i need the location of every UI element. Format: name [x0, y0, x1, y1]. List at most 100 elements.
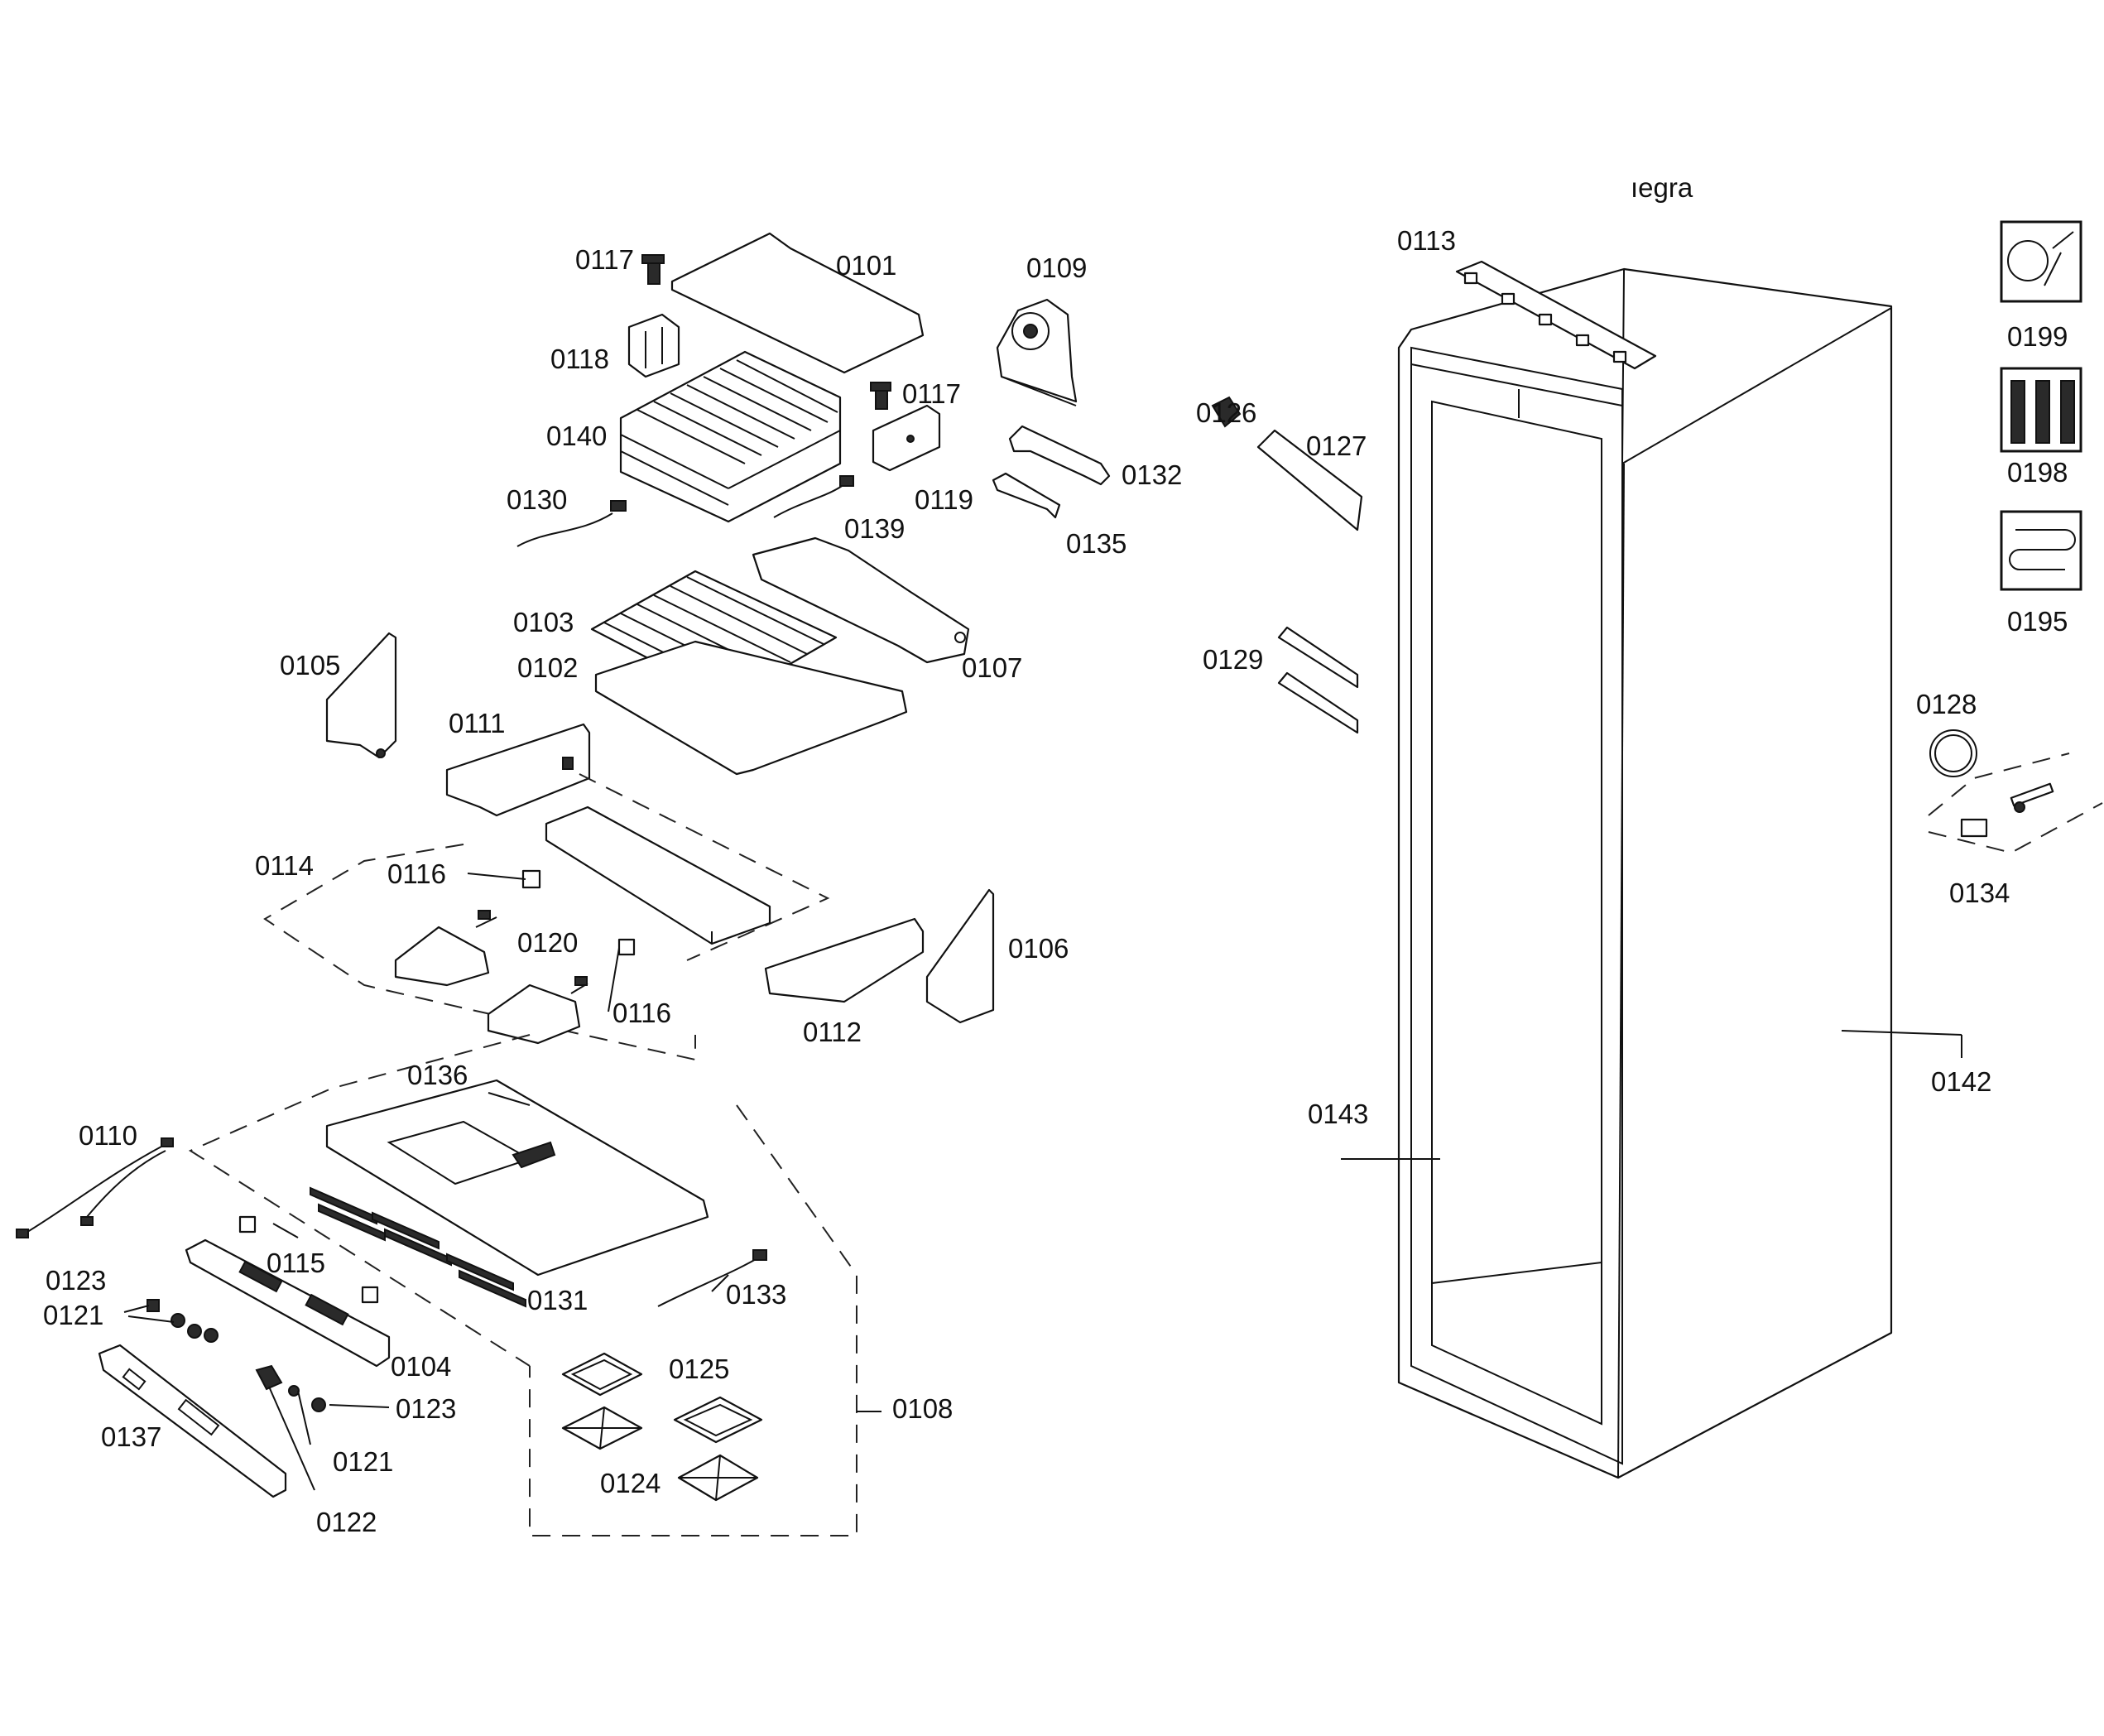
- part-0129-seal-b: [1277, 671, 1359, 734]
- part-0120-bulb-b: [570, 976, 588, 994]
- label-0113: 0113: [1397, 225, 1456, 256]
- screws-icon: [2000, 367, 2082, 453]
- part-0115-knob-b: [361, 1286, 379, 1304]
- part-0132-handle: [1008, 425, 1111, 486]
- label-0130: 0130: [507, 484, 567, 515]
- part-0135-handle: [992, 472, 1061, 519]
- label-0108: 0108: [892, 1393, 953, 1424]
- label-0120: 0120: [517, 927, 578, 958]
- label-0122: 0122: [316, 1507, 377, 1537]
- part-0102-tray: [594, 640, 908, 776]
- part-0123-bulb-b: [311, 1397, 326, 1412]
- label-0199: 0199: [2007, 321, 2068, 352]
- part-0137-fascia: [98, 1344, 287, 1498]
- label-0116-b: 0116: [612, 998, 671, 1028]
- label-0117-b: 0117: [902, 378, 961, 409]
- label-0128: 0128: [1916, 689, 1977, 719]
- label-0131: 0131: [527, 1285, 588, 1315]
- label-0125: 0125: [669, 1354, 729, 1384]
- heater-coil-icon: [2000, 510, 2082, 591]
- group-0136-outline: [188, 1034, 531, 1367]
- label-0117-a: 0117: [575, 244, 634, 275]
- label-0116-a: 0116: [387, 858, 446, 889]
- part-0122-switch: [255, 1364, 283, 1391]
- label-0115: 0115: [267, 1248, 325, 1278]
- part-0112-bracket: [764, 917, 925, 1003]
- label-0127: 0127: [1306, 430, 1367, 461]
- leader-lines: [123, 873, 1962, 1491]
- part-0123-bulb-a: [147, 1299, 160, 1312]
- part-0121-bulb-b: [288, 1385, 300, 1397]
- part-0133-sensor: [657, 1249, 767, 1307]
- label-0110: 0110: [79, 1120, 137, 1151]
- label-0135: 0135: [1066, 528, 1126, 559]
- label-0123-a: 0123: [46, 1265, 106, 1296]
- part-0101-cover: [670, 232, 925, 374]
- label-0101: 0101: [836, 250, 896, 281]
- cabinet-top-text: ıegra: [1631, 172, 1693, 203]
- label-0136: 0136: [407, 1060, 468, 1090]
- part-0139-sensor: [773, 475, 854, 518]
- label-0102: 0102: [517, 652, 578, 683]
- part-lamp-cover-b: [487, 983, 581, 1045]
- part-0105-side-bracket: [325, 632, 397, 759]
- label-0119: 0119: [915, 484, 973, 515]
- label-0142: 0142: [1931, 1066, 1991, 1097]
- part-0116-knob-b: [617, 938, 636, 956]
- label-0140: 0140: [546, 421, 607, 451]
- label-0118: 0118: [550, 344, 609, 374]
- cabinet-housing: [1397, 267, 1893, 1479]
- label-0105: 0105: [280, 650, 340, 680]
- label-0198: 0198: [2007, 457, 2068, 488]
- label-0111: 0111: [449, 708, 506, 738]
- label-0133: 0133: [726, 1279, 786, 1310]
- label-0123-b: 0123: [396, 1393, 456, 1424]
- part-0110-wire: [16, 1137, 174, 1238]
- group-0114-outline: [263, 844, 696, 1061]
- part-labels: 0101 0117 0109 0113 0199 0118 0117 0140 …: [43, 225, 2068, 1537]
- label-0106: 0106: [1008, 933, 1069, 964]
- part-0121-bulbs-a: [171, 1313, 219, 1343]
- label-0104: 0104: [391, 1351, 451, 1382]
- part-0113-top-rail: [1455, 260, 1657, 370]
- part-0109-fan: [996, 298, 1078, 406]
- label-0137: 0137: [101, 1421, 161, 1452]
- part-0124-filter-a: [561, 1406, 643, 1450]
- label-0134: 0134: [1949, 878, 2010, 908]
- label-0124: 0124: [600, 1468, 661, 1498]
- label-0107: 0107: [962, 652, 1022, 683]
- part-0119-bracket: [872, 404, 941, 472]
- part-0136-tray: [325, 1079, 709, 1277]
- part-0125-filter-a: [561, 1352, 643, 1397]
- part-0140-evaporator: [619, 350, 842, 523]
- tools-icon: [2000, 220, 2082, 303]
- label-0114: 0114: [255, 850, 314, 881]
- part-0131-gaskets: [310, 1186, 526, 1308]
- part-0124-filter-b: [677, 1454, 759, 1502]
- part-0118-clip: [627, 313, 680, 378]
- part-0127-strip: [1256, 429, 1363, 531]
- part-0106-side-bracket: [925, 888, 995, 1024]
- part-0115-knob-a: [238, 1215, 257, 1233]
- part-0128-ring: [1929, 729, 1977, 777]
- part-0125-filter-b: [673, 1396, 763, 1444]
- part-0117-screw-a: [641, 254, 665, 285]
- label-0109: 0109: [1026, 252, 1087, 283]
- part-0134-hinge: [1928, 753, 2103, 854]
- part-0107-duct: [752, 536, 970, 664]
- label-0129: 0129: [1203, 644, 1263, 675]
- label-0112: 0112: [803, 1017, 862, 1047]
- label-0132: 0132: [1122, 459, 1182, 490]
- part-0104-control-panel: [185, 1238, 391, 1368]
- part-0111-bracket: [445, 723, 591, 817]
- part-0114-bar: [545, 805, 771, 945]
- part-0129-seal-a: [1277, 626, 1359, 689]
- label-0121-b: 0121: [333, 1446, 393, 1477]
- part-lamp-cover-a: [394, 926, 490, 987]
- label-0121-a: 0121: [43, 1300, 103, 1330]
- part-0126-clip: [1211, 396, 1242, 428]
- label-0126: 0126: [1196, 397, 1256, 428]
- label-0195: 0195: [2007, 606, 2068, 637]
- label-0103: 0103: [513, 607, 574, 637]
